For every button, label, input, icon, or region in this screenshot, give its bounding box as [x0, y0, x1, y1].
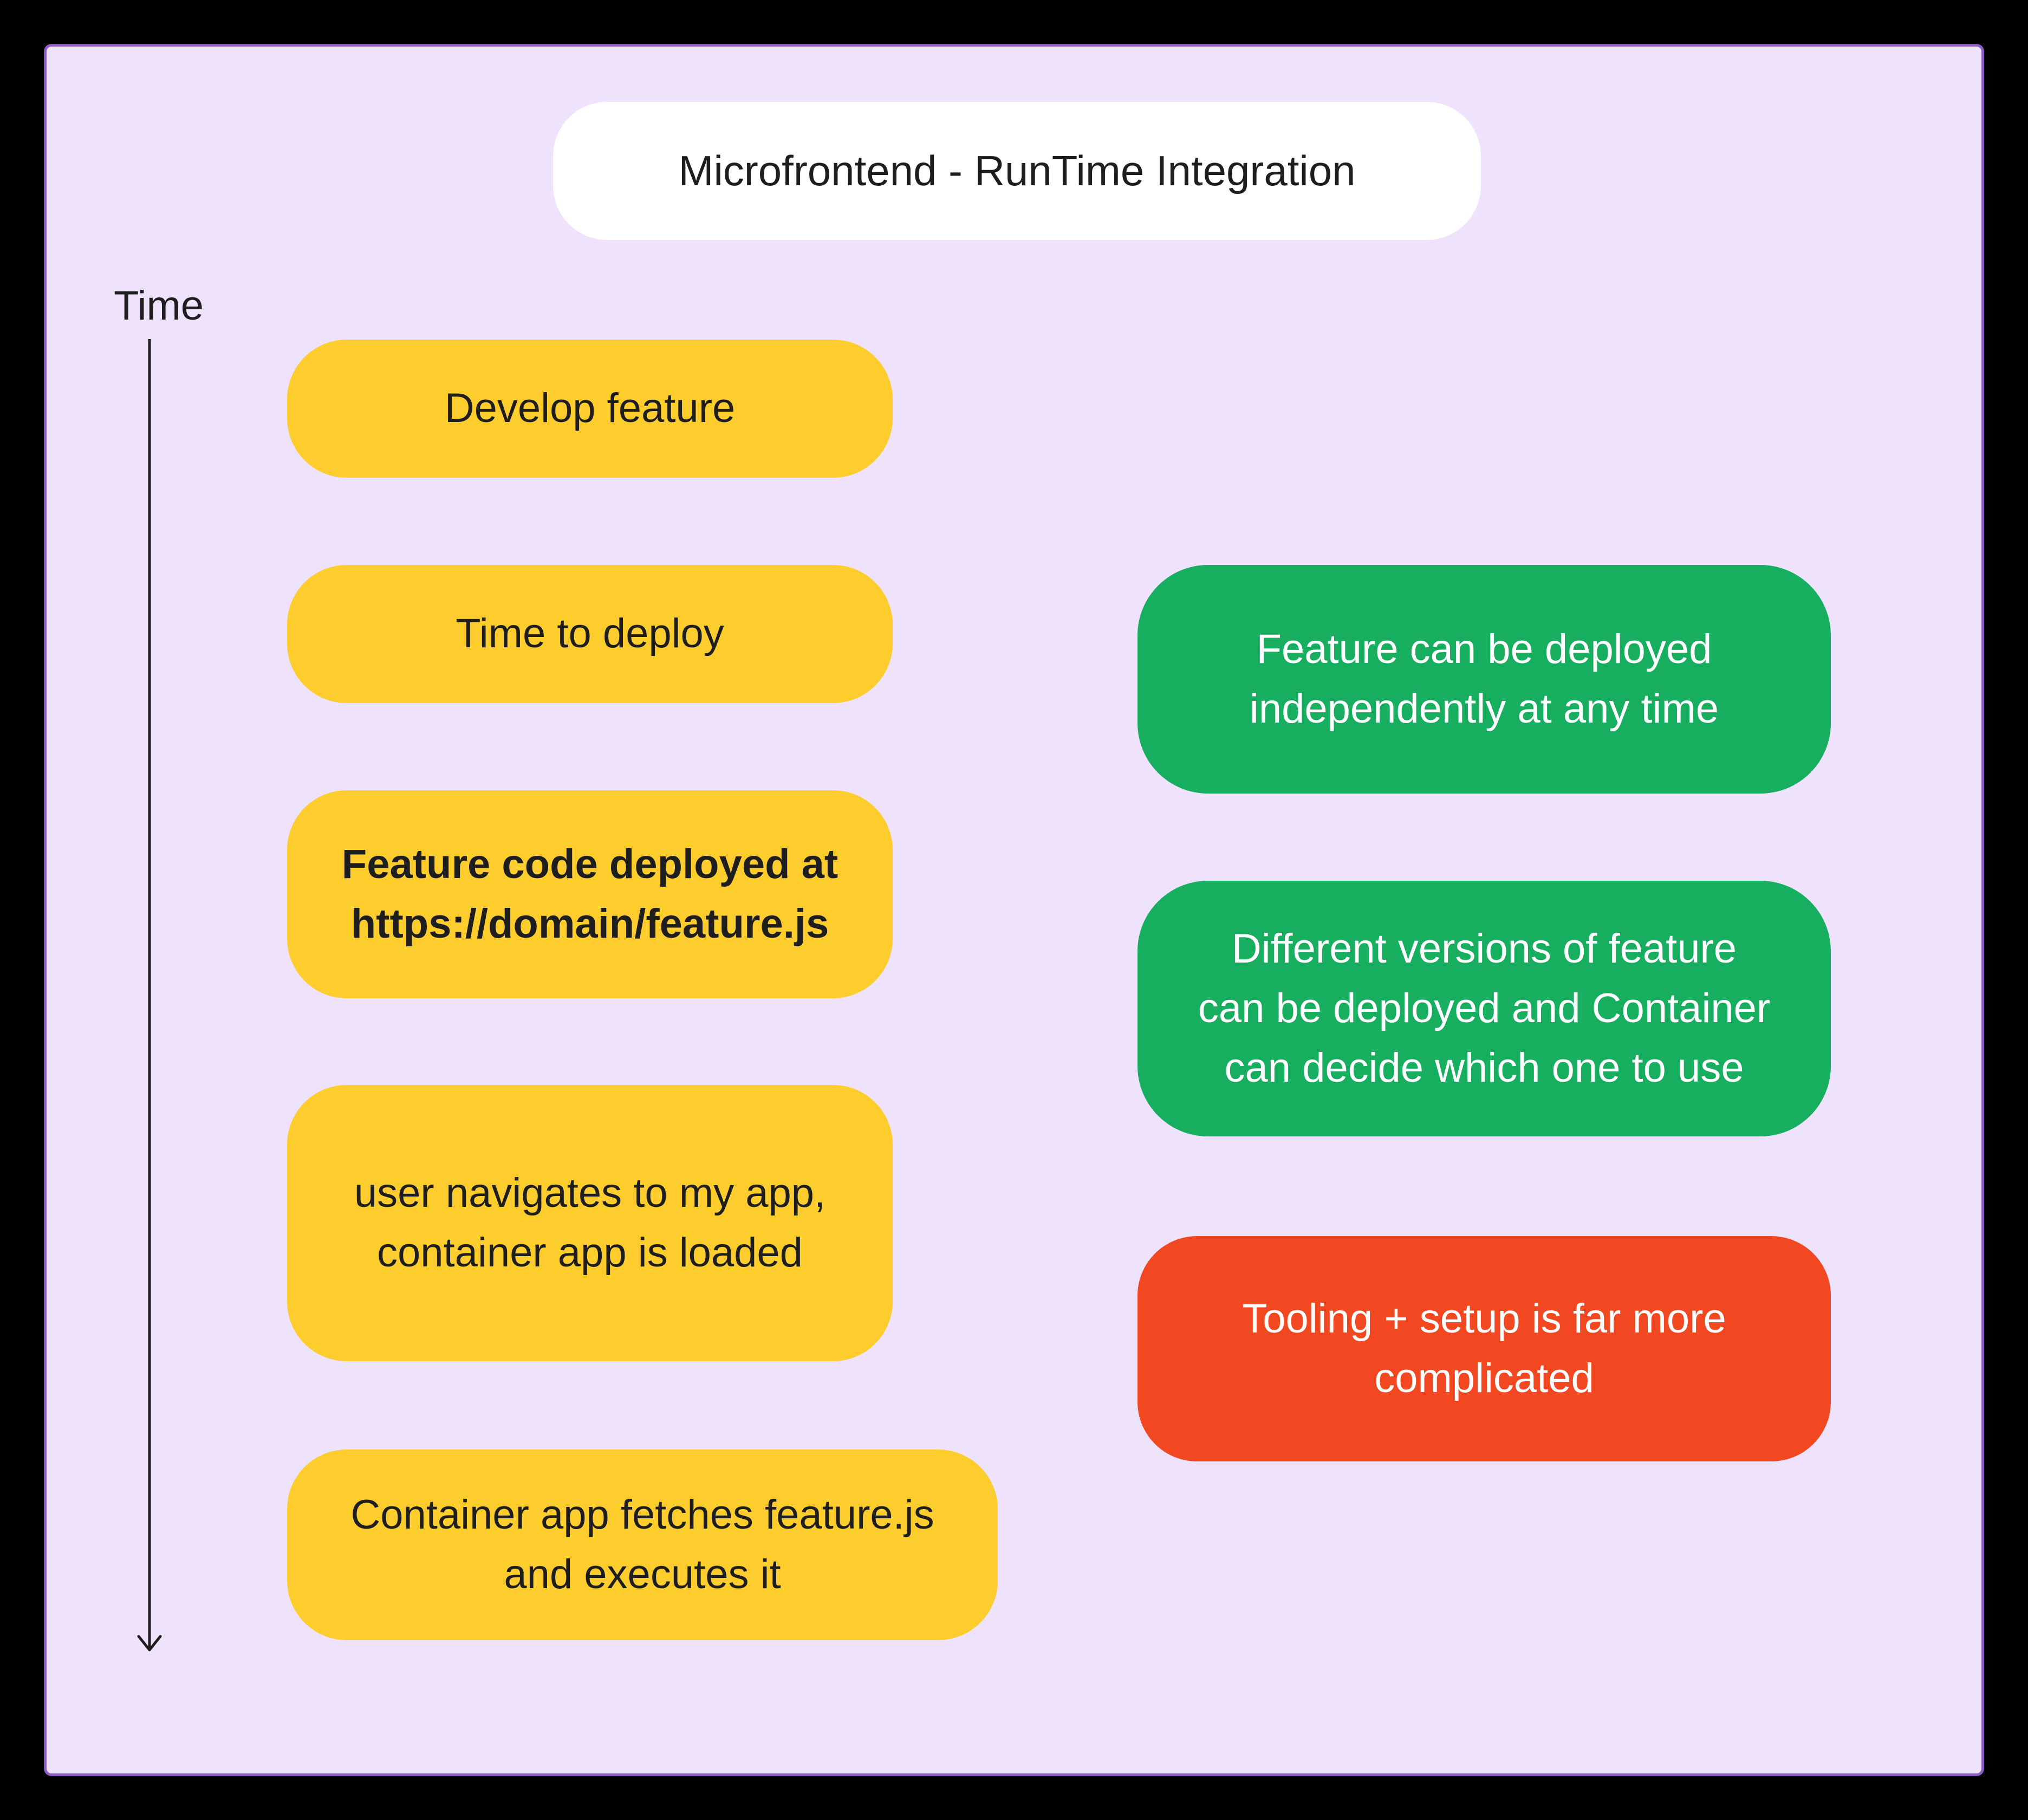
- step-feature-code-deployed: Feature code deployed at https://domain/…: [287, 790, 893, 998]
- step-line: Time to deploy: [456, 610, 724, 657]
- benefit-line: independently at any time: [1249, 686, 1719, 732]
- benefit-independent-deploy: Feature can be deployed independently at…: [1138, 565, 1831, 794]
- diagram-canvas: Microfrontend - RunTime Integration Time…: [44, 44, 1984, 1776]
- step-line: user navigates to my app,: [354, 1169, 826, 1216]
- benefit-text: Feature can be deployed independently at…: [1250, 620, 1719, 739]
- benefit-text: Different versions of feature can be dep…: [1198, 919, 1770, 1098]
- step-user-navigates: user navigates to my app, container app …: [287, 1085, 893, 1361]
- diagram-title-text: Microfrontend - RunTime Integration: [678, 146, 1356, 194]
- benefit-different-versions: Different versions of feature can be dep…: [1138, 881, 1831, 1136]
- benefit-line: can decide which one to use: [1224, 1045, 1744, 1091]
- step-text: Container app fetches feature.js and exe…: [350, 1485, 934, 1604]
- step-text: Time to deploy: [456, 604, 724, 664]
- drawback-line: Tooling + setup is far more: [1242, 1295, 1726, 1342]
- benefit-line: Feature can be deployed: [1256, 626, 1712, 672]
- step-line: and executes it: [504, 1551, 781, 1597]
- drawback-tooling-complicated: Tooling + setup is far more complicated: [1138, 1236, 1831, 1461]
- benefit-line: can be deployed and Container: [1198, 985, 1771, 1031]
- step-develop-feature: Develop feature: [287, 340, 893, 478]
- step-text: Feature code deployed at https://domain/…: [342, 835, 838, 954]
- time-axis-arrow: [137, 339, 162, 1652]
- step-line: container app is loaded: [377, 1230, 803, 1276]
- step-line: Develop feature: [444, 385, 736, 432]
- step-text: user navigates to my app, container app …: [354, 1164, 826, 1283]
- diagram-title: Microfrontend - RunTime Integration: [553, 102, 1481, 240]
- step-text: Develop feature: [445, 379, 736, 438]
- benefit-line: Different versions of feature: [1231, 925, 1737, 972]
- time-axis-label: Time: [114, 283, 204, 329]
- step-line: https://domain/feature.js: [350, 901, 829, 947]
- step-time-to-deploy: Time to deploy: [287, 565, 893, 703]
- step-line: Container app fetches feature.js: [350, 1491, 934, 1538]
- time-axis-arrowhead: [137, 1635, 162, 1652]
- step-container-fetches: Container app fetches feature.js and exe…: [287, 1450, 998, 1640]
- step-line: Feature code deployed at: [341, 841, 838, 887]
- drawback-line: complicated: [1374, 1355, 1594, 1401]
- drawback-text: Tooling + setup is far more complicated: [1242, 1289, 1726, 1408]
